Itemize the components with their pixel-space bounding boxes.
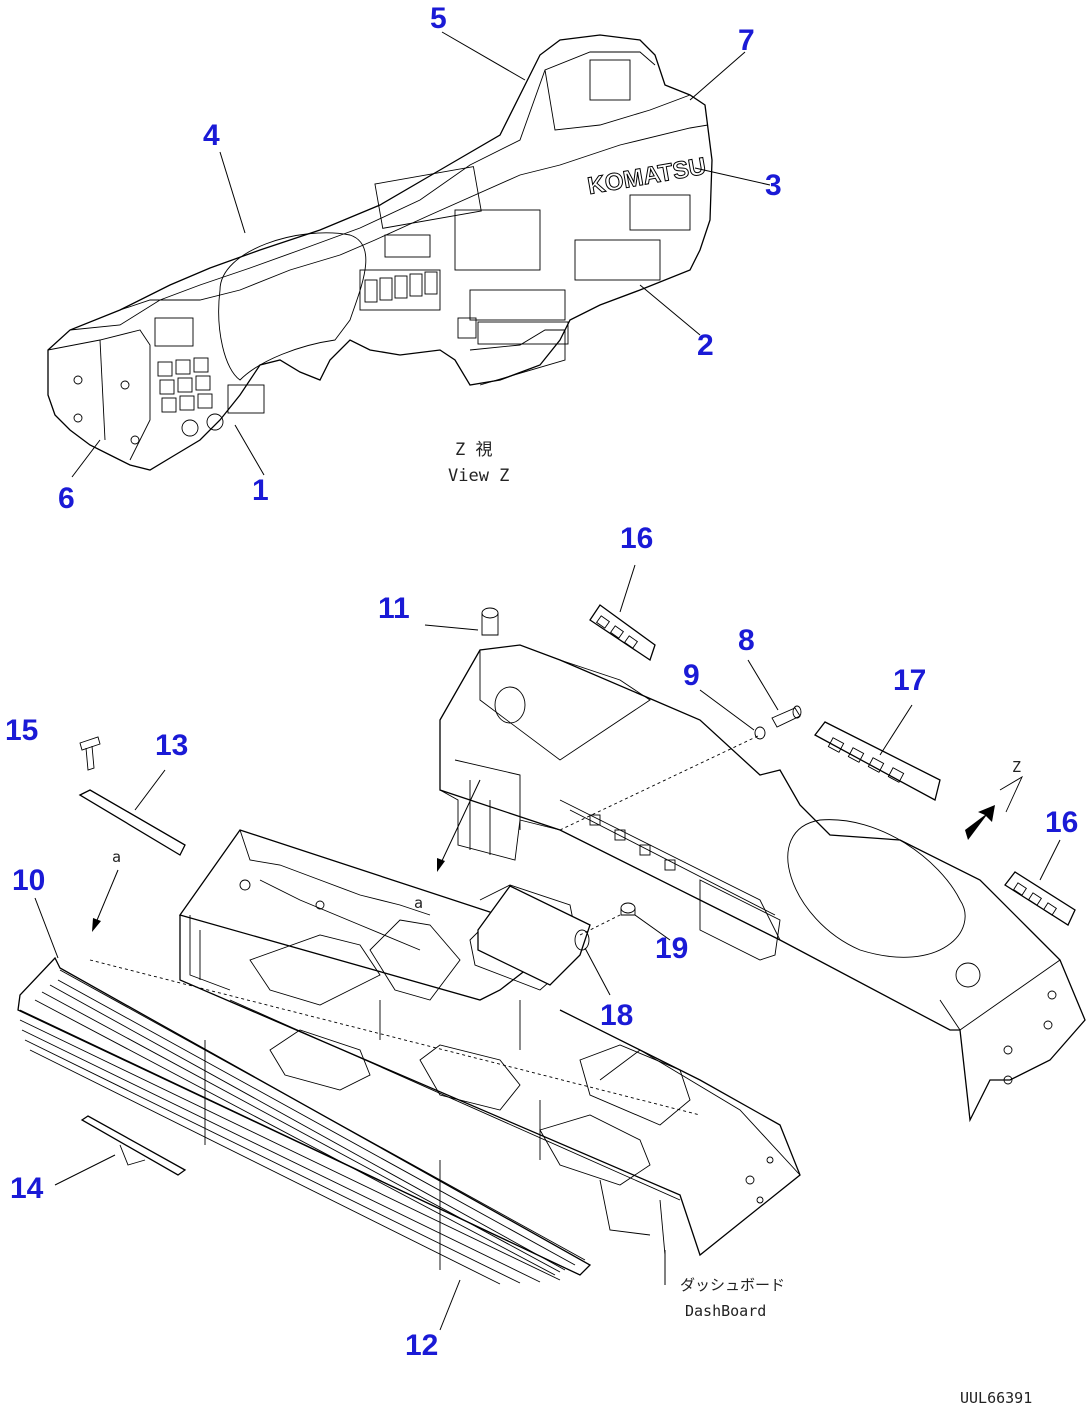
callout-17: 17 <box>893 664 926 697</box>
callout-7: 7 <box>738 24 755 57</box>
callout-2: 2 <box>697 329 714 362</box>
part-9-washer <box>754 726 766 740</box>
callout-10: 10 <box>12 864 45 897</box>
callouts: 1 2 3 4 5 6 7 8 9 10 11 12 13 14 15 16 1… <box>5 2 1078 1362</box>
part-8-bolt <box>771 705 802 728</box>
callout-9: 9 <box>683 659 700 692</box>
label-a-left: a <box>112 848 121 866</box>
callout-19: 19 <box>655 932 688 965</box>
callout-5: 5 <box>430 2 447 35</box>
view-z-arrow <box>965 805 995 840</box>
callout-11: 11 <box>378 592 410 625</box>
callout-1: 1 <box>252 474 269 507</box>
dashboard-frame <box>178 829 801 1257</box>
callout-18: 18 <box>600 999 633 1032</box>
callout-3: 3 <box>765 169 782 202</box>
logo-text: KOMATSU <box>586 153 708 200</box>
part-16-vent-lower <box>1004 871 1076 926</box>
sub-panel <box>439 644 1086 1123</box>
drawing-code: UUL66391 <box>960 1389 1032 1407</box>
panel-outline <box>47 34 713 471</box>
callout-12: 12 <box>405 1329 438 1362</box>
part-14-strip <box>80 1115 187 1176</box>
callout-13: 13 <box>155 729 188 762</box>
view-caption-jp: Z 視 <box>455 440 492 460</box>
callout-16-lower: 16 <box>1045 806 1078 839</box>
instrument-panel-view-z: KOMATSU <box>47 34 713 471</box>
callout-6: 6 <box>58 482 75 515</box>
part-13-strip <box>78 789 186 856</box>
label-a-right: a <box>414 894 423 912</box>
callout-15: 15 <box>5 714 38 747</box>
part-19-nut <box>620 902 636 916</box>
part-18-block <box>477 885 591 986</box>
dashboard-caption-jp: ダッシュボード <box>680 1276 785 1294</box>
label-z-arrow: Z <box>1012 758 1021 776</box>
part-15-screw <box>79 736 101 771</box>
dashboard-caption-en: DashBoard <box>685 1302 766 1320</box>
part-16-vent-upper <box>589 604 656 662</box>
callout-8: 8 <box>738 624 755 657</box>
callout-14: 14 <box>10 1172 44 1205</box>
leader-lines <box>34 31 1061 1331</box>
dashboard-cover <box>17 956 592 1285</box>
view-caption-en: View Z <box>448 466 509 486</box>
part-17-vent <box>814 721 941 801</box>
callout-4: 4 <box>203 119 220 152</box>
part-11-bolt <box>481 607 499 636</box>
callout-16-upper: 16 <box>620 522 653 555</box>
